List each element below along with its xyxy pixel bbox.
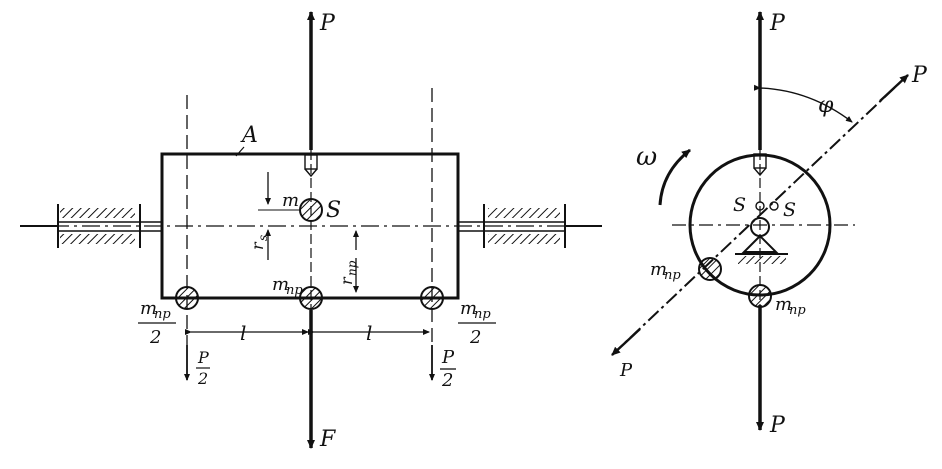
right-view: P φ P P ω S S m пр m пр P — [611, 11, 928, 438]
svg-text:m: m — [140, 298, 157, 319]
label-m-pr-side: m пр — [650, 259, 681, 283]
svg-text:P: P — [441, 347, 455, 368]
omega-rotation-arrow — [658, 148, 691, 206]
svg-text:m: m — [460, 298, 477, 319]
svg-text:2: 2 — [469, 327, 481, 348]
label-p-diag-lower: P — [619, 360, 633, 381]
svg-text:s: s — [256, 235, 270, 241]
disc-top-plug — [753, 153, 767, 177]
svg-text:r: r — [337, 276, 356, 285]
mass-mpr-side — [698, 257, 722, 281]
label-p-top-right: P — [769, 11, 786, 36]
svg-text:пр: пр — [345, 260, 359, 276]
mass-m-s — [299, 198, 323, 222]
label-m: m — [282, 190, 299, 211]
label-l-right: l — [366, 321, 372, 345]
svg-text:r: r — [248, 241, 267, 250]
svg-text:пр: пр — [154, 307, 171, 322]
left-bearing — [57, 204, 162, 248]
svg-text:пр: пр — [789, 303, 806, 318]
svg-text:пр: пр — [664, 268, 681, 283]
label-p-bottom-right: P — [769, 413, 786, 438]
svg-text:m: m — [272, 274, 289, 295]
rotating-force-line — [611, 74, 909, 356]
label-s-right-1: S — [733, 194, 746, 216]
label-m-pr-bottom: m пр — [775, 294, 806, 318]
label-s-left: S — [326, 198, 341, 223]
mass-mpr-right — [420, 286, 444, 310]
mass-mpr-left — [175, 286, 199, 310]
label-m-pr-half-right: m пр 2 — [458, 298, 496, 348]
svg-text:2: 2 — [149, 327, 161, 348]
svg-text:пр: пр — [286, 283, 303, 298]
left-view: P F A m S r s r пр m пр m пр 2 m пр 2 l — [20, 11, 602, 452]
top-plug — [304, 154, 318, 178]
label-r-s: r s — [248, 235, 270, 250]
label-omega: ω — [636, 142, 657, 172]
label-p2-left: P 2 — [196, 348, 210, 388]
mass-mpr-bottom — [748, 284, 772, 308]
label-a: A — [240, 123, 258, 148]
svg-text:m: m — [650, 259, 667, 280]
label-p-diag-upper: P — [911, 63, 928, 88]
label-f-bottom-left: F — [319, 427, 336, 452]
center-s-small-left — [755, 201, 765, 211]
angle-phi-arc — [753, 84, 853, 123]
label-p2-right: P 2 — [440, 347, 456, 391]
label-phi: φ — [818, 93, 834, 118]
label-m-pr-center: m пр — [272, 274, 303, 298]
label-r-pr: r пр — [337, 260, 359, 285]
svg-text:m: m — [775, 294, 792, 315]
svg-text:P: P — [197, 348, 209, 367]
mass-mpr-center — [299, 286, 323, 310]
svg-text:пр: пр — [474, 307, 491, 322]
label-p-top-left: P — [319, 11, 336, 36]
label-l-left: l — [240, 321, 246, 345]
pivot-support — [735, 217, 788, 264]
label-m-pr-half-left: m пр 2 — [138, 298, 176, 348]
svg-text:2: 2 — [441, 370, 453, 391]
svg-text:2: 2 — [197, 369, 208, 388]
label-s-right-2: S — [783, 199, 796, 221]
center-s-small-right — [769, 201, 779, 211]
right-bearing — [458, 204, 566, 248]
